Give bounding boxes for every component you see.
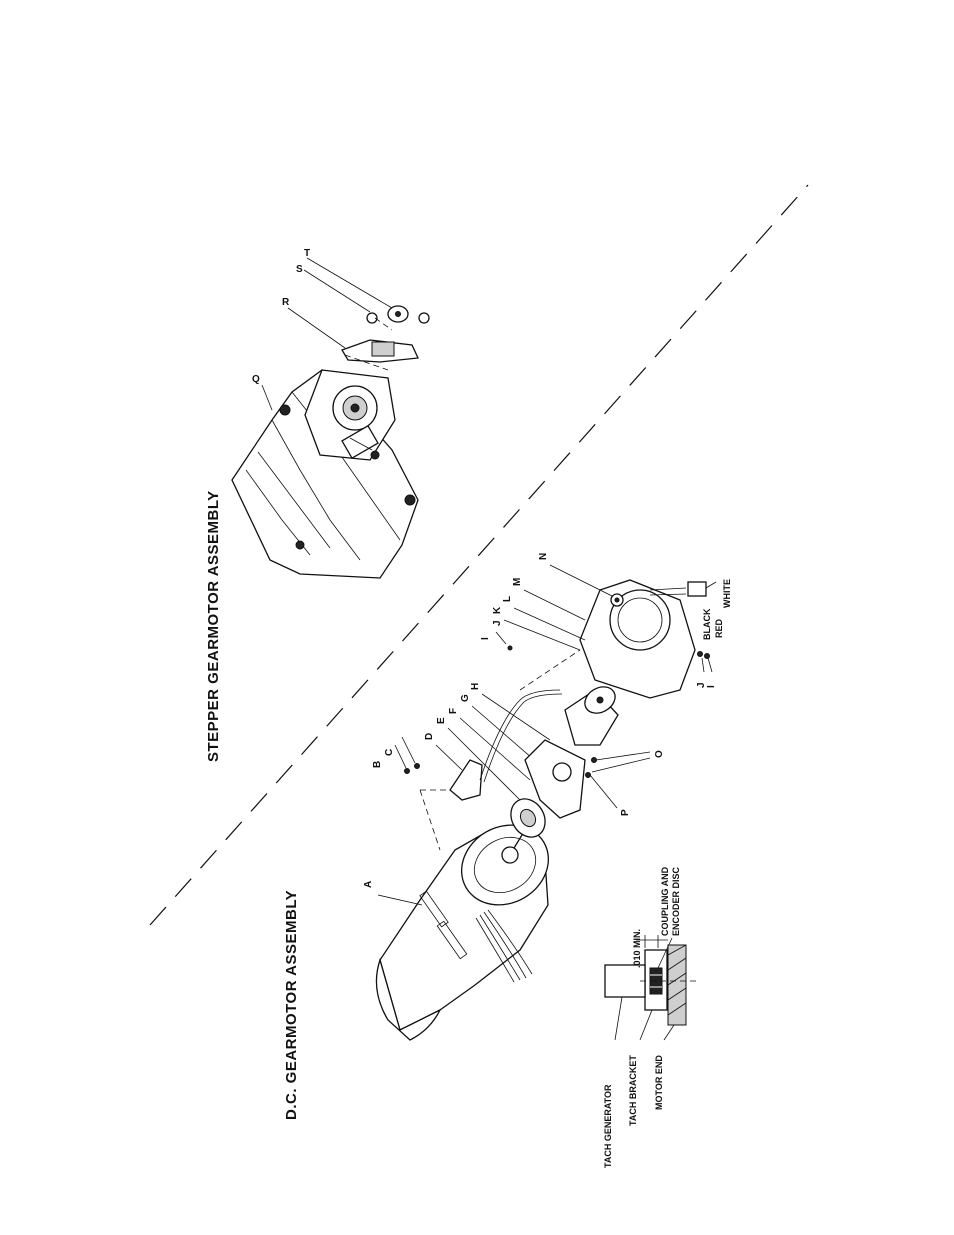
callout-c: C: [384, 749, 395, 756]
tach-generator-label: TACH GENERATOR: [603, 1084, 613, 1168]
callout-f: F: [448, 708, 459, 714]
callout-d: D: [424, 733, 435, 740]
callout-i: I: [480, 637, 491, 640]
coupling-detail: .010 MIN. COUPLING AND ENCODER DISC TACH…: [603, 866, 700, 1168]
section-divider: [150, 185, 808, 925]
callout-l: L: [502, 596, 513, 602]
wire-label-red: RED: [714, 618, 724, 638]
wire-label-white: WHITE: [722, 579, 732, 608]
callout-j: J: [492, 620, 503, 626]
callout-h: H: [470, 683, 481, 690]
callout-a: A: [363, 881, 374, 888]
callout-t: T: [304, 248, 310, 259]
clearance-label: .010 MIN.: [632, 929, 642, 968]
callout-r: R: [282, 297, 290, 308]
callout-b: B: [372, 761, 383, 768]
callout-i2: I: [706, 685, 717, 688]
callout-s: S: [296, 264, 303, 275]
tach-bracket-label: TACH BRACKET: [628, 1055, 638, 1126]
coupling-label-line1: COUPLING AND: [660, 866, 670, 936]
stepper-gearmotor: Q R S T: [232, 248, 429, 578]
callout-g: G: [460, 694, 471, 702]
callout-e: E: [436, 717, 447, 724]
callout-p: P: [620, 809, 631, 816]
callout-o: O: [654, 750, 665, 758]
callout-m: M: [512, 578, 523, 586]
coupling-label-line2: ENCODER DISC: [671, 866, 681, 936]
wire-label-black: BLACK: [702, 608, 712, 640]
callout-q: Q: [252, 374, 260, 385]
callout-n: N: [538, 553, 549, 560]
motor-end-label: MOTOR END: [654, 1055, 664, 1110]
stepper-assembly-title: STEPPER GEARMOTOR ASSEMBLY: [205, 490, 222, 762]
dc-assembly-title: D.C. GEARMOTOR ASSEMBLY: [283, 890, 300, 1120]
callout-k: K: [492, 606, 503, 614]
